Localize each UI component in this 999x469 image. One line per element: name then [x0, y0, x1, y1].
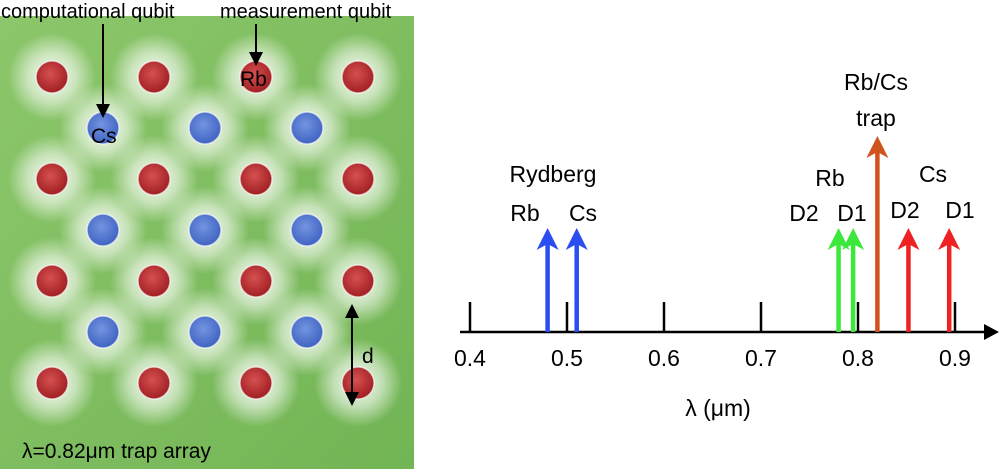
cs-atoms [86, 111, 324, 349]
cs-atom [188, 111, 222, 145]
cs-group-label: Cs [919, 161, 947, 187]
axis-tick-label: 0.6 [648, 345, 680, 371]
rb-atom [35, 366, 69, 400]
axis-tick-label: 0.5 [551, 345, 583, 371]
measurement-qubit-label: measurement qubit [220, 1, 392, 23]
rydberg-cs-arrow [565, 228, 588, 332]
cs-d2-arrow [897, 228, 920, 332]
rb-atom [137, 366, 171, 400]
spacing-d-label: d [362, 345, 374, 368]
cs-atom [86, 315, 120, 349]
spacing-d-arrowhead-bottom [345, 392, 359, 406]
spacing-d-arrowhead-top [345, 304, 359, 318]
rb-d2-arrow [827, 228, 850, 332]
trap-halos [8, 33, 402, 427]
cs-atom [86, 213, 120, 247]
rb-atom [35, 60, 69, 94]
axis-tick-label: 0.8 [842, 345, 874, 371]
rb-atom [137, 264, 171, 298]
rb-atom [35, 162, 69, 196]
trap-array-panel: computational qubit measurement qubit Rb… [0, 1, 414, 469]
rydberg-rb-label: Rb [510, 200, 539, 226]
rb-atom [341, 162, 375, 196]
computational-qubit-label: computational qubit [1, 1, 175, 23]
transition-arrows [536, 136, 961, 332]
rb-d2-label: D2 [789, 200, 818, 226]
axis-label: λ (μm) [685, 395, 751, 421]
rb-atom [341, 366, 375, 400]
rb-atom [137, 162, 171, 196]
cs-atom [290, 111, 324, 145]
wavelength-axis-arrowhead [984, 324, 999, 340]
cs-atom [290, 213, 324, 247]
cs-atom [290, 315, 324, 349]
rb-atom-label: Rb [240, 68, 267, 91]
cs-atom [188, 213, 222, 247]
computational-qubit-arrowhead [96, 104, 110, 118]
rb-atom [341, 60, 375, 94]
rydberg-rb-arrow [536, 228, 559, 332]
trap-arrow [866, 136, 889, 332]
axis-tick-label: 0.4 [454, 345, 486, 371]
rb-atom [137, 60, 171, 94]
rb-atom [239, 366, 273, 400]
rydberg-cs-label: Cs [569, 200, 597, 226]
rb-atom [35, 264, 69, 298]
measurement-qubit-arrowhead [249, 52, 263, 66]
trap-label-line1: Rb/Cs [844, 69, 908, 95]
axis-ticks [468, 302, 957, 332]
rb-atom [239, 264, 273, 298]
rb-d1-arrow [842, 228, 865, 332]
rb-atoms [35, 60, 375, 400]
trap-label-line2: trap [856, 105, 896, 131]
rb-atom [341, 264, 375, 298]
axis-tick-label: 0.7 [745, 345, 777, 371]
cs-atom [188, 315, 222, 349]
rb-group-label: Rb [815, 165, 844, 191]
trap-array-label: λ=0.82μm trap array [22, 440, 211, 463]
cs-d2-label: D2 [890, 197, 919, 223]
axis-tick-labels: 0.4 0.5 0.6 0.7 0.8 0.9 [454, 345, 971, 371]
cs-atom-label: Cs [91, 125, 117, 148]
rydberg-label: Rydberg [510, 161, 597, 187]
cs-d1-label: D1 [945, 197, 974, 223]
cs-d1-arrow [938, 228, 961, 332]
rb-d1-label: D1 [837, 200, 866, 226]
rb-atom [239, 162, 273, 196]
axis-tick-label: 0.9 [939, 345, 971, 371]
